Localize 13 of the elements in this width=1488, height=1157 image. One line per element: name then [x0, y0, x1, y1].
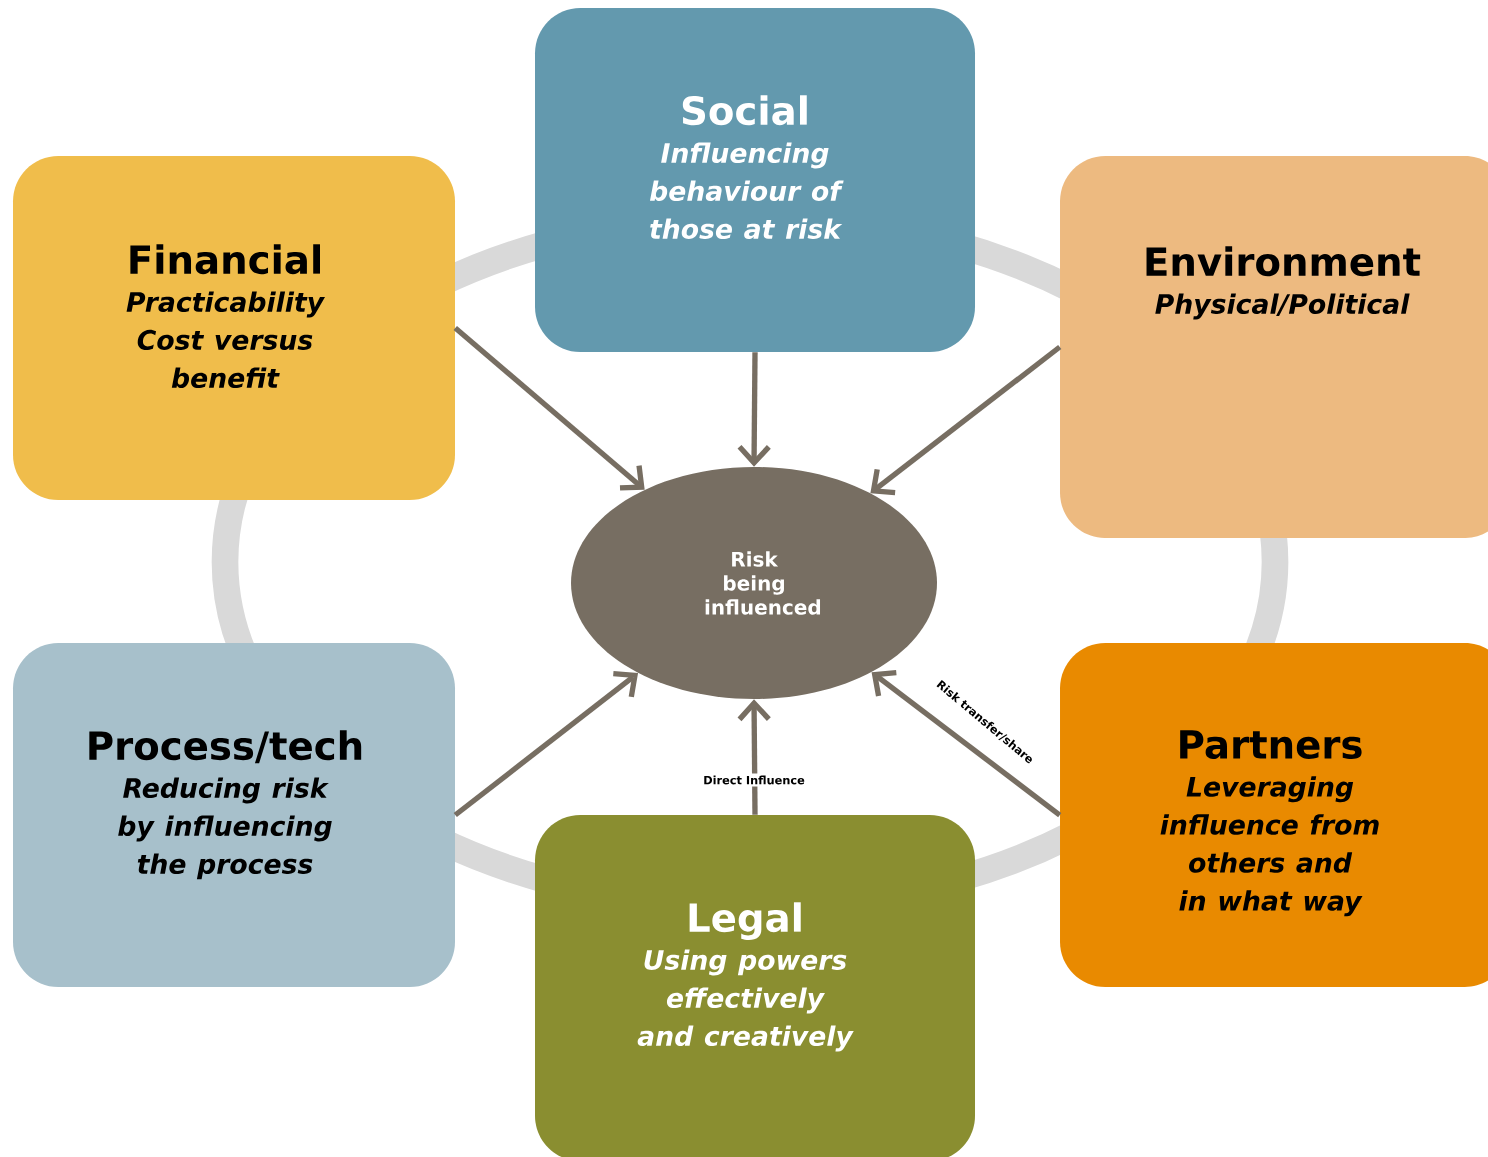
category-box: Legal Using powers effectively and creatively [535, 815, 975, 1157]
arrow [737, 699, 771, 815]
arrow [870, 344, 1062, 496]
arrow [871, 669, 1062, 818]
arrow [737, 352, 771, 467]
category-box: Partners Leveraging influence from others and in what way [1060, 643, 1488, 987]
arrow [453, 671, 639, 818]
edge-label: Direct Influence [701, 773, 807, 787]
category-box: Social Influencing behaviour of those at risk [535, 8, 975, 352]
category-box: Process/tech Reducing risk by influencing the process [13, 643, 455, 987]
category-box: Financial Practicability Cost versus benefit [13, 156, 455, 500]
arrow [453, 326, 645, 491]
category-box: Environment Physical/Political [1060, 156, 1488, 538]
